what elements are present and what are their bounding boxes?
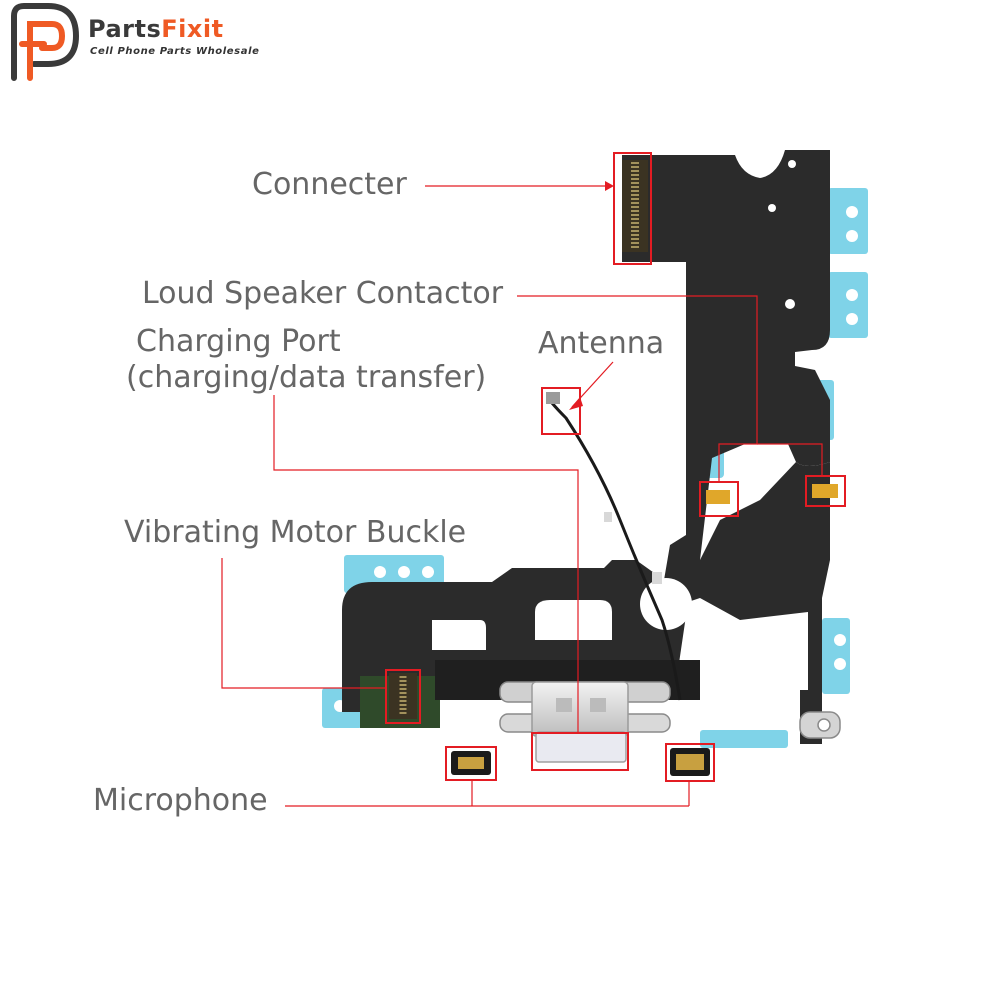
label-vibrating-motor-buckle: Vibrating Motor Buckle [124,515,467,550]
charging-port-icon [499,681,671,763]
metal-bracket-icon [799,711,841,739]
microphone-left-icon [451,751,491,775]
microphone-right-icon [670,748,710,776]
brand-name-part1: Parts [88,15,162,43]
speaker-contact-left-icon [706,490,730,504]
callout-leader-lines [221,185,823,807]
label-microphone: Microphone [93,783,268,818]
label-charging-port-detail: (charging/data transfer) [126,360,487,395]
label-connecter: Connecter [252,167,407,202]
flex-cable-body [342,150,830,712]
label-charging-port: Charging Port [136,324,341,359]
brand-tagline: Cell Phone Parts Wholesale [90,46,260,57]
brand-logo-icon [11,3,80,81]
label-antenna: Antenna [538,326,665,361]
brand-name: PartsFixit [88,14,259,44]
flex-cable-cutouts [432,160,808,690]
board-connector-icon [622,160,648,252]
brand-block: PartsFixit Cell Phone Parts Wholesale [88,14,259,57]
callout-boxes [385,152,846,782]
brand-name-part2: Fixit [161,15,224,43]
vibrating-motor-connector-icon [389,673,417,719]
antenna-wire [546,392,682,701]
flex-cable-right-column [700,462,830,740]
antenna-arrow-icon [569,397,583,410]
label-loud-speaker-contactor: Loud Speaker Contactor [142,276,504,311]
speaker-contact-right-icon [812,484,838,498]
connecter-arrow-icon [605,181,614,191]
